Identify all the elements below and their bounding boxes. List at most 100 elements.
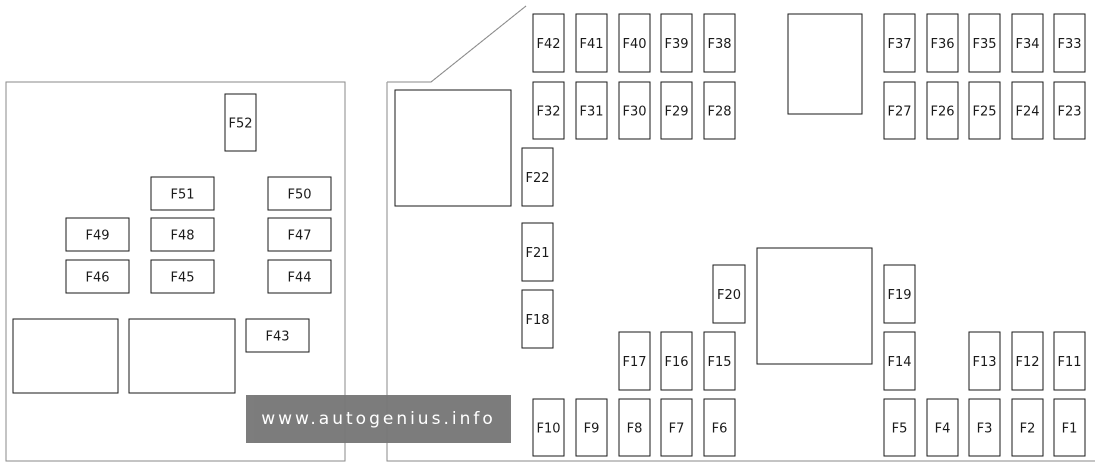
- fuse-slot: [883, 398, 916, 457]
- fuse-slot: [703, 331, 736, 391]
- fuse-f49: F49: [65, 217, 130, 252]
- fuse-label: F18: [525, 313, 549, 328]
- fuse-slot: [883, 81, 916, 140]
- fuse-label: F5: [892, 422, 908, 437]
- fuse-slot: [245, 318, 310, 353]
- fuse-slot: [968, 13, 1001, 73]
- fuse-f7: F7: [660, 398, 693, 457]
- fuse-f16: F16: [660, 331, 693, 391]
- fuse-f21: F21: [521, 222, 554, 282]
- fuse-f45: F45: [150, 259, 215, 294]
- fuse-f28: F28: [703, 81, 736, 140]
- fuse-slot: [521, 289, 554, 349]
- fuse-f50: F50: [267, 176, 332, 211]
- fuse-label: F42: [536, 37, 560, 52]
- fuse-label: F51: [170, 188, 194, 203]
- fuse-slot: [926, 13, 959, 73]
- fuse-slot: [968, 81, 1001, 140]
- fuse-f5: F5: [883, 398, 916, 457]
- fuse-label: F17: [622, 355, 646, 370]
- fuse-f41: F41: [575, 13, 608, 73]
- fuse-label: F26: [930, 105, 954, 120]
- watermark-text: www.autogenius.info: [246, 395, 511, 443]
- fuse-label: F37: [887, 37, 911, 52]
- fuse-label: F35: [972, 37, 996, 52]
- fuse-slot: [575, 398, 608, 457]
- fuse-label: F50: [287, 188, 311, 203]
- fuse-slot: [224, 93, 257, 152]
- fuse-slot: [1053, 398, 1086, 457]
- fuse-f1: F1: [1053, 398, 1086, 457]
- fuse-label: F2: [1020, 422, 1036, 437]
- fuse-slot: [660, 81, 693, 140]
- fuse-slot: [575, 81, 608, 140]
- fuse-f24: F24: [1011, 81, 1044, 140]
- fuse-slot: [883, 264, 916, 324]
- fuse-f22: F22: [521, 147, 554, 207]
- fuse-slot: [521, 147, 554, 207]
- fuse-slot: [618, 13, 651, 73]
- fuse-slot: [618, 398, 651, 457]
- fuse-f14: F14: [883, 331, 916, 391]
- fuse-f23: F23: [1053, 81, 1086, 140]
- fuse-slot: [267, 259, 332, 294]
- fuse-slot: [618, 81, 651, 140]
- fuse-f48: F48: [150, 217, 215, 252]
- fuse-label: F38: [707, 37, 731, 52]
- fuse-label: F24: [1015, 105, 1039, 120]
- fuse-f25: F25: [968, 81, 1001, 140]
- fuse-label: F1: [1062, 422, 1078, 437]
- fuse-f52: F52: [224, 93, 257, 152]
- fuse-slot: [532, 81, 565, 140]
- fuse-f36: F36: [926, 13, 959, 73]
- fuse-f4: F4: [926, 398, 959, 457]
- fuse-slot: [712, 264, 746, 324]
- fuse-label: F43: [265, 330, 289, 345]
- fuse-label: F10: [536, 422, 560, 437]
- fuse-slot: [883, 331, 916, 391]
- fuse-f31: F31: [575, 81, 608, 140]
- fuse-slot: [703, 398, 736, 457]
- fuse-label: F49: [85, 229, 109, 244]
- right-panel-chamfer: [387, 5, 527, 83]
- fuse-label: F33: [1057, 37, 1081, 52]
- fuse-f20: F20: [712, 264, 746, 324]
- fuse-label: F20: [717, 288, 741, 303]
- fuse-slot: [532, 13, 565, 73]
- fuse-f13: F13: [968, 331, 1001, 391]
- fuse-label: F44: [287, 271, 311, 286]
- fuse-label: F39: [664, 37, 688, 52]
- fuse-label: F16: [664, 355, 688, 370]
- relay-left-1: [12, 318, 119, 394]
- fuse-f43: F43: [245, 318, 310, 353]
- fuse-slot: [926, 81, 959, 140]
- fuse-f42: F42: [532, 13, 565, 73]
- fuse-f10: F10: [532, 398, 565, 457]
- fuse-f9: F9: [575, 398, 608, 457]
- relay-main-left: [394, 89, 512, 207]
- fuse-slot: [968, 331, 1001, 391]
- fuse-slot: [150, 259, 215, 294]
- relay-center: [756, 247, 873, 365]
- fuse-f8: F8: [618, 398, 651, 457]
- fuse-label: F45: [170, 271, 194, 286]
- fuse-slot: [1011, 398, 1044, 457]
- fuse-slot: [1011, 331, 1044, 391]
- relay-left-2: [128, 318, 236, 394]
- fuse-f15: F15: [703, 331, 736, 391]
- fuse-label: F32: [536, 105, 560, 120]
- fuse-f11: F11: [1053, 331, 1086, 391]
- fuse-slot: [703, 81, 736, 140]
- fuse-f3: F3: [968, 398, 1001, 457]
- fuse-slot: [1011, 13, 1044, 73]
- fuse-f44: F44: [267, 259, 332, 294]
- fuse-label: F48: [170, 229, 194, 244]
- fuse-slot: [532, 398, 565, 457]
- fuse-label: F13: [972, 355, 996, 370]
- fuse-f47: F47: [267, 217, 332, 252]
- fuse-slot: [660, 13, 693, 73]
- fuse-label: F30: [622, 105, 646, 120]
- fuse-label: F11: [1057, 355, 1081, 370]
- fuse-f37: F37: [883, 13, 916, 73]
- relay-top: [787, 13, 863, 115]
